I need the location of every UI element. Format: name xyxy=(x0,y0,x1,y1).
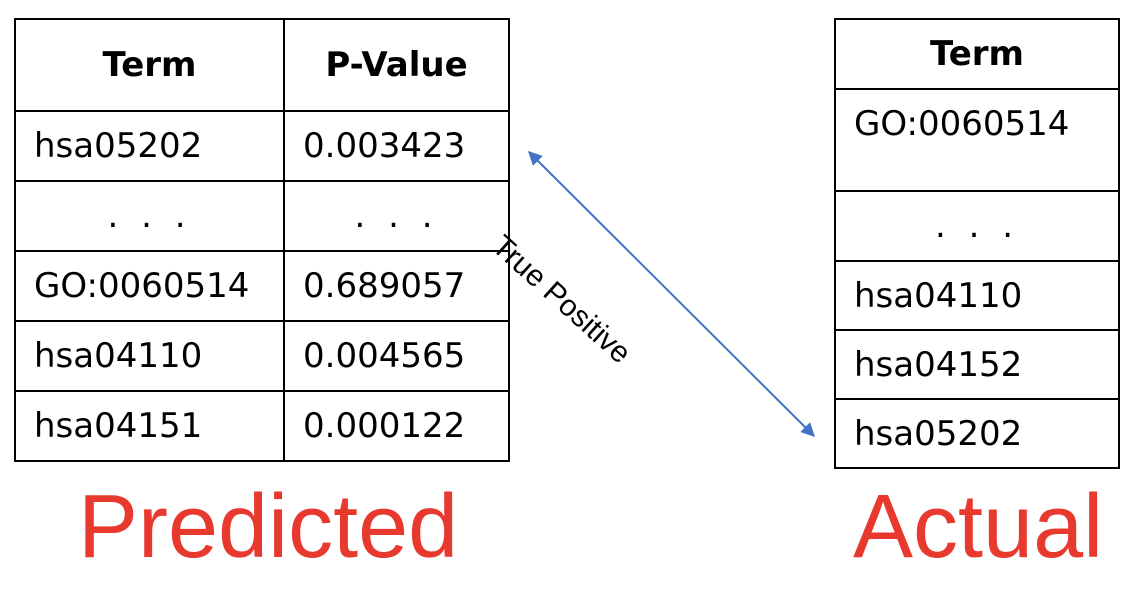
table-row: . . . xyxy=(834,190,1120,262)
predicted-table: Term P-Value hsa05202 0.003423 . . . . .… xyxy=(14,18,510,462)
p-value-cell: 0.000122 xyxy=(283,390,510,462)
table-row: hsa05202 0.003423 xyxy=(14,110,510,182)
term-cell: hsa05202 xyxy=(834,398,1120,469)
term-cell: hsa04151 xyxy=(14,390,285,462)
table-row: hsa04110 xyxy=(834,260,1120,331)
table-row: hsa04110 0.004565 xyxy=(14,320,510,392)
table-row: GO:0060514 xyxy=(834,88,1120,192)
p-value-cell: 0.003423 xyxy=(283,110,510,182)
table-header-row: Term xyxy=(834,18,1120,90)
table-row: GO:0060514 0.689057 xyxy=(14,250,510,322)
actual-label: Actual xyxy=(853,477,1104,577)
column-header-term: Term xyxy=(14,18,285,112)
table-header-row: Term P-Value xyxy=(14,18,510,112)
p-value-cell: 0.689057 xyxy=(283,250,510,322)
table-row: hsa04151 0.000122 xyxy=(14,390,510,462)
p-value-cell: 0.004565 xyxy=(283,320,510,392)
ellipsis-cell: . . . xyxy=(834,190,1120,262)
ellipsis-cell: . . . xyxy=(283,180,510,252)
column-header-p-value: P-Value xyxy=(283,18,510,112)
actual-table: Term GO:0060514 . . . hsa04110 hsa04152 … xyxy=(834,18,1120,469)
table-row: hsa04152 xyxy=(834,329,1120,400)
term-cell: GO:0060514 xyxy=(14,250,285,322)
term-cell: hsa04152 xyxy=(834,329,1120,400)
term-cell: GO:0060514 xyxy=(834,88,1120,192)
term-cell: hsa04110 xyxy=(834,260,1120,331)
table-row: hsa05202 xyxy=(834,398,1120,469)
column-header-term: Term xyxy=(834,18,1120,90)
term-cell: hsa04110 xyxy=(14,320,285,392)
ellipsis-cell: . . . xyxy=(14,180,285,252)
table-row: . . . . . . xyxy=(14,180,510,252)
term-cell: hsa05202 xyxy=(14,110,285,182)
predicted-label: Predicted xyxy=(78,477,459,577)
